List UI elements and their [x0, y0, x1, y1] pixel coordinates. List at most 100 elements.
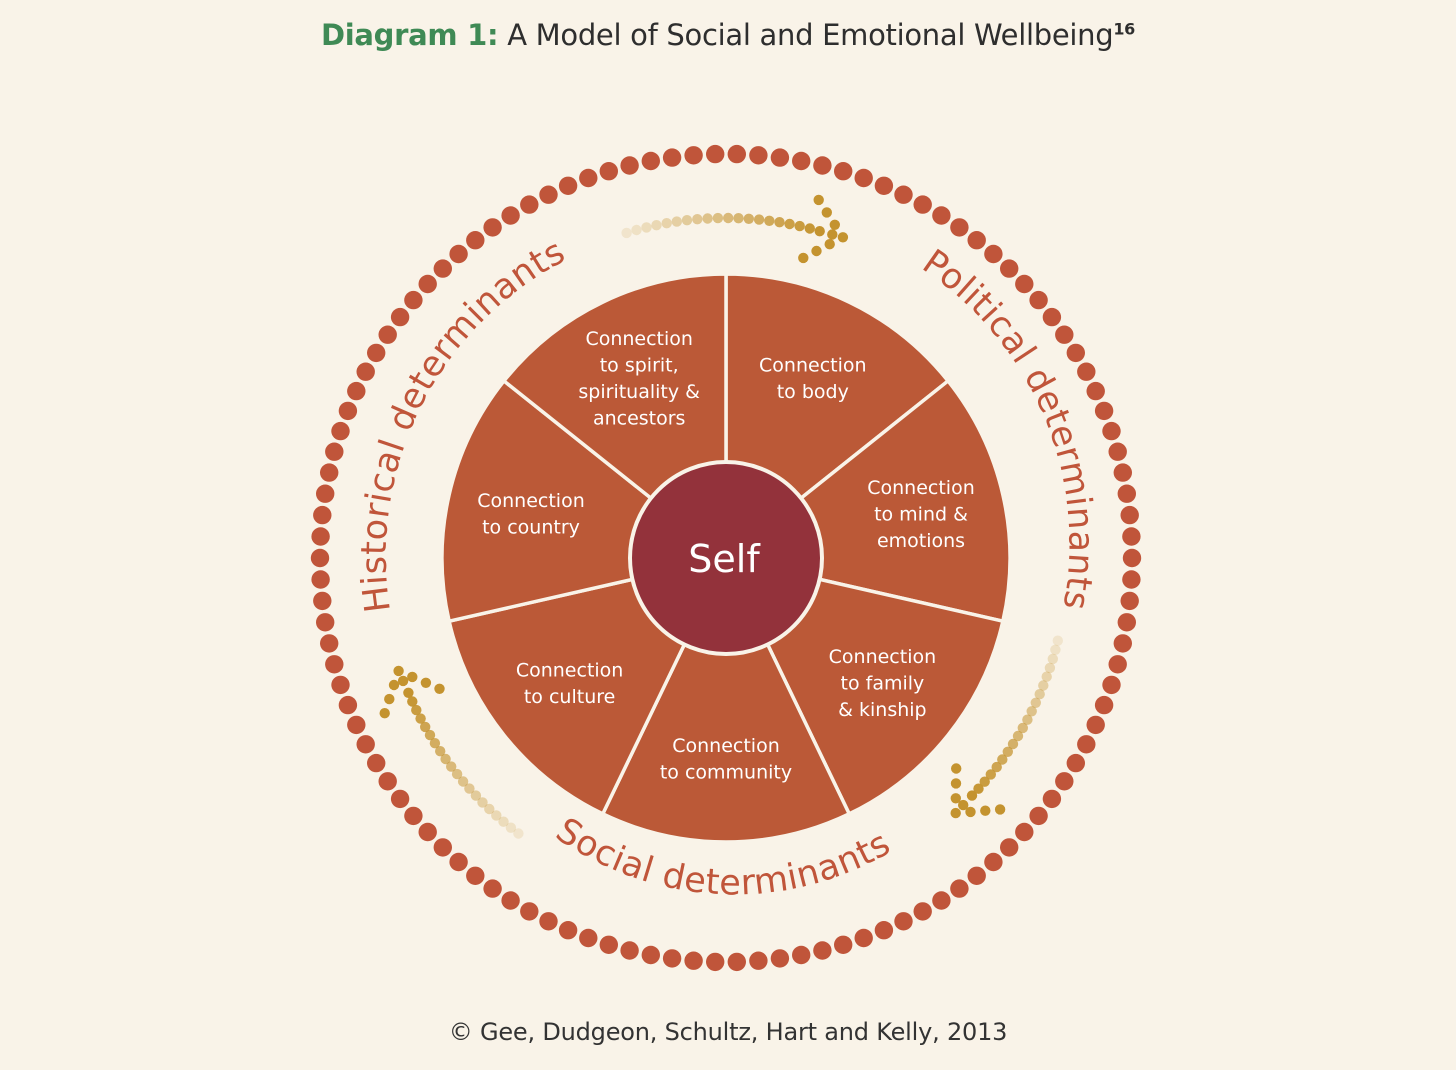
arrow-head-dot	[965, 806, 976, 818]
bead	[1108, 655, 1127, 674]
bead	[641, 945, 660, 965]
bead	[483, 879, 502, 898]
bead	[874, 176, 894, 195]
arrow-dot	[484, 803, 495, 815]
arrow-dot	[440, 753, 451, 765]
bead	[813, 941, 832, 960]
bead	[313, 591, 332, 611]
bead	[854, 168, 873, 188]
arrow-dot	[973, 783, 984, 794]
bead	[367, 343, 386, 363]
bead	[984, 244, 1003, 264]
bead	[950, 879, 969, 898]
bead	[662, 949, 682, 968]
bead	[894, 185, 913, 204]
arrow-head-dot	[379, 708, 390, 719]
bead	[1094, 695, 1114, 715]
bead	[1117, 484, 1137, 503]
arrow-head-dot	[980, 805, 991, 816]
arrow-head-dot	[950, 778, 962, 789]
arrow-dot	[464, 783, 475, 794]
bead	[932, 891, 951, 910]
bead	[1055, 325, 1074, 344]
segment-label-line: to body	[777, 381, 849, 403]
bead	[1029, 290, 1048, 310]
arrow-head-dot	[811, 245, 822, 257]
segment-label-line: to community	[660, 761, 792, 783]
segment-label-line: Connection	[672, 735, 780, 757]
bead	[749, 146, 768, 165]
bead	[1094, 401, 1114, 421]
arrow-head-dot	[420, 677, 432, 688]
segment-label-line: Connection	[759, 355, 867, 377]
bead	[749, 951, 768, 970]
arrow-dot	[491, 810, 502, 821]
bead	[483, 218, 502, 237]
arrow-dot	[804, 223, 815, 234]
bead	[1042, 789, 1062, 809]
bead	[706, 952, 725, 972]
bead	[433, 838, 452, 857]
bead	[620, 156, 639, 175]
bead	[520, 902, 539, 921]
arrow-head-dot	[837, 232, 849, 243]
bead	[331, 421, 350, 441]
bead	[539, 912, 558, 931]
bead	[727, 144, 746, 164]
arrow-dot	[1022, 714, 1033, 725]
bead	[1122, 527, 1141, 546]
segment-label-line: to culture	[524, 686, 615, 708]
segment-label-line: Connection	[585, 328, 693, 350]
bead	[347, 381, 366, 401]
arrow-dot	[451, 768, 463, 780]
bead	[1120, 591, 1139, 611]
arrow-dot	[420, 721, 431, 733]
bead	[1042, 307, 1062, 327]
arrow-head-dot	[384, 693, 395, 705]
arrow-top	[621, 194, 849, 264]
segment-label-line: Connection	[829, 646, 937, 668]
arrow-head-dot	[950, 793, 961, 804]
bead	[466, 866, 485, 885]
arrow-head-dot	[407, 671, 418, 683]
arrow-head-dot	[829, 219, 840, 230]
bead	[1122, 548, 1142, 568]
segment-label-line: to spirit,	[600, 355, 679, 377]
bead	[579, 168, 598, 188]
segment-label-line: spirituality &	[578, 381, 700, 403]
bead	[662, 148, 682, 167]
arrow-dot	[997, 754, 1008, 765]
arrow-dot	[671, 216, 682, 227]
bead	[967, 231, 986, 250]
bead	[684, 951, 703, 970]
arrow-head-dot	[950, 807, 961, 819]
bead	[501, 206, 520, 225]
bead	[338, 695, 358, 715]
arrow-dot	[498, 816, 509, 827]
bead	[539, 185, 558, 204]
self-circle	[628, 460, 824, 656]
arrow-dot	[1017, 722, 1028, 734]
arrow-dot	[1050, 644, 1061, 655]
title-text: A Model of Social and Emotional Wellbein…	[507, 18, 1114, 52]
bead	[792, 151, 811, 171]
arrow-head-dot	[827, 229, 838, 240]
arrow-dot	[723, 212, 734, 224]
bead	[356, 362, 375, 381]
bead	[313, 505, 332, 525]
segment-label-5: Connection to culture	[516, 659, 624, 708]
bead	[1000, 259, 1019, 278]
arrow-dot	[429, 738, 441, 749]
bead	[311, 527, 330, 546]
bead	[325, 442, 344, 461]
arrow-dot	[991, 761, 1002, 773]
segment-label-line: Connection	[516, 659, 624, 681]
arrow-dot	[979, 776, 990, 787]
arrow-dot	[651, 220, 662, 231]
segment-label-line: & kinship	[838, 699, 926, 721]
bead	[913, 195, 932, 214]
bead	[1117, 613, 1137, 632]
